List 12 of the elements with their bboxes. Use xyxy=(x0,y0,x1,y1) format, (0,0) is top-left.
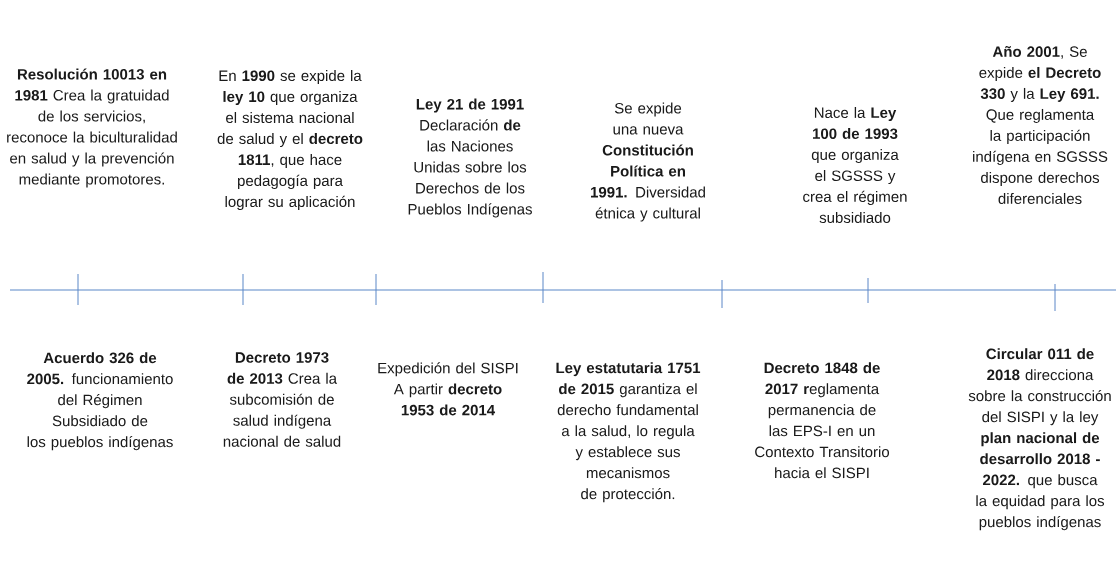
event-text: Acuerdo 326 de 2005. funcionamiento del Régimen Subsidiado de los pueblos indígenas xyxy=(27,352,173,451)
event-text: Decreto 1848 de 2017 reglamenta permanencia de las EPS-I en un Contexto Transitorio hacia el SISPI xyxy=(755,362,890,479)
event-text: Nace la Ley 100 de 1993 que organiza el SGSSS y crea el régimen subsidiado xyxy=(803,107,907,223)
event-text: Decreto 1973 de 2013 Crea la subcomisión de salud indígena nacional de salud xyxy=(223,352,341,447)
event-text: Se expide una nueva Constitución Política en 1991. Diversidad étnica y cultural xyxy=(591,102,705,222)
event-text: Año 2001, Se expide el Decreto 330 y la Ley 691. Que reglamenta la participación indígena en SGSSS dispone derechos diferenciales xyxy=(973,46,1108,204)
event-text: Circular 011 de 2018 direcciona sobre la construcción del SISPI y la ley plan nacional de desarrollo 2018 - 2022. que busca la equidad para los pueblos indígenas xyxy=(968,348,1111,531)
event-text: Ley estatutaria 1751 de 2015 garantiza el derecho fundamental a la salud, lo regula y establece sus mecanismos de protección. xyxy=(556,362,701,503)
event-text: En 1990 se expide la ley 10 que organiza el sistema nacional de salud y el decreto 1811, que hace pedagogía para lograr su aplicación xyxy=(217,70,363,210)
event-text: Expedición del SISPI A partir decreto 1953 de 2014 xyxy=(378,362,518,416)
event-text: Ley 21 de 1991 Declaración de las Naciones Unidas sobre los Derechos de los Pueblos Indígenas xyxy=(408,98,532,218)
event-text: Resolución 10013 en 1981 Crea la gratuidad de los servicios, reconoce la biculturalidad en salud y la prevención mediante promotores. xyxy=(7,68,177,188)
